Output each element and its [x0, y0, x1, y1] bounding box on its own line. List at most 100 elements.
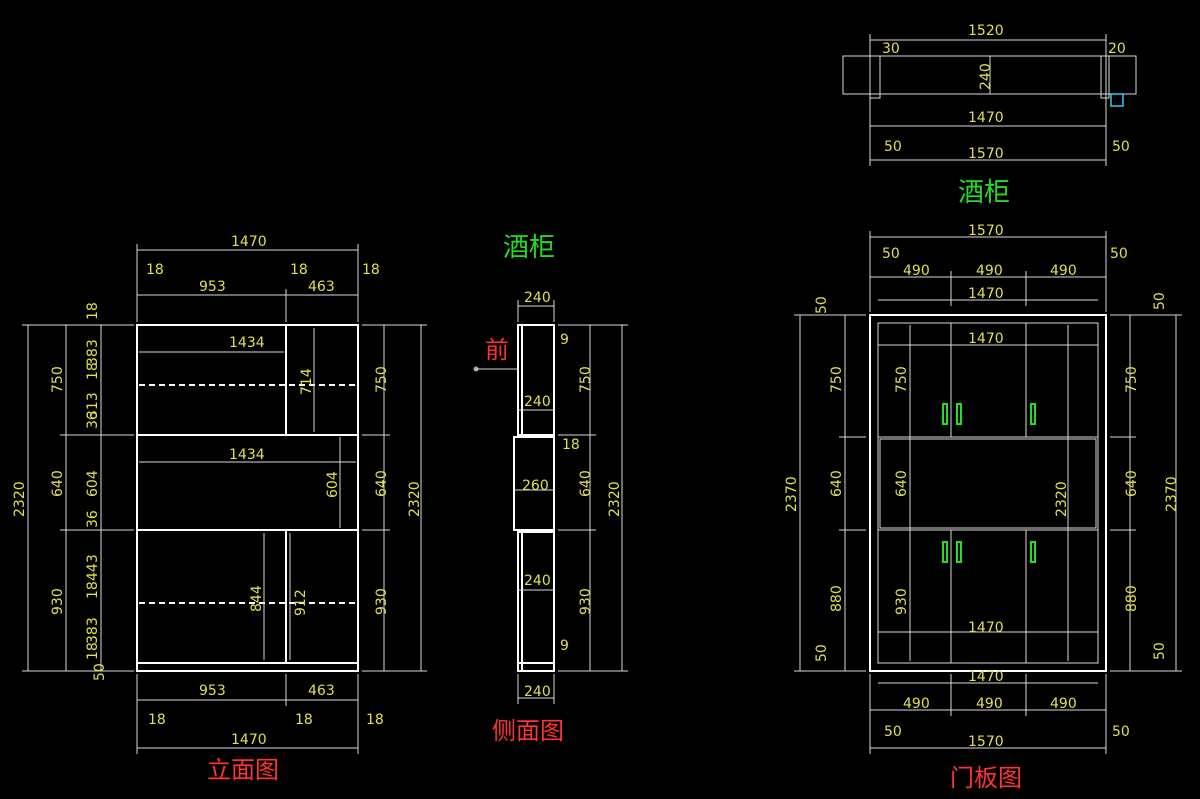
- door-dim-490-t2: 490: [976, 263, 1003, 279]
- elev-dim-953-bottom: 953: [199, 683, 226, 699]
- door-dim-640-right: 640: [1124, 470, 1140, 497]
- door-dim-1470-bottom: 1470: [968, 669, 1004, 685]
- side-dim-9-top: 9: [560, 332, 569, 348]
- side-dim-2320: 2320: [607, 481, 623, 517]
- door-dim-640-inner: 640: [894, 470, 910, 497]
- elevation-title: 立面图: [207, 756, 279, 784]
- elev-dim-844: 844: [249, 585, 265, 612]
- elev-dim-18-a: 18: [146, 262, 164, 278]
- door-dim-1470-top: 1470: [968, 286, 1004, 302]
- elev-dim-714: 714: [299, 368, 315, 395]
- elev-dim-463-top: 463: [308, 279, 335, 295]
- elev-dim-930-left: 930: [50, 588, 66, 615]
- door-dim-640-left: 640: [829, 470, 845, 497]
- side-dim-18: 18: [562, 437, 580, 453]
- door-dim-50-lb: 50: [814, 644, 830, 662]
- elev-dim-443: 443: [85, 554, 101, 581]
- door-dim-50-tl: 50: [882, 246, 900, 262]
- side-dim-240-upper: 240: [524, 394, 551, 410]
- elev-dim-36-l2: 36: [85, 510, 101, 528]
- elev-dim-604-inner: 604: [325, 471, 341, 498]
- elev-dim-1434-upper: 1434: [229, 335, 265, 351]
- front-label: 前: [485, 336, 509, 364]
- door-dim-1470-inner-top: 1470: [968, 331, 1004, 347]
- plan-dim-30: 30: [882, 41, 900, 57]
- side-dim-9-bottom: 9: [560, 638, 569, 654]
- door-dim-490-t1: 490: [903, 263, 930, 279]
- door-dim-50-lt: 50: [814, 296, 830, 314]
- cabinet-title-top: 酒柜: [958, 178, 1010, 208]
- elev-dim-750-right: 750: [374, 366, 390, 393]
- door-dim-1470-inner-bottom: 1470: [968, 620, 1004, 636]
- door-dim-50-tr: 50: [1110, 246, 1128, 262]
- elev-dim-2320-right: 2320: [407, 481, 423, 517]
- elev-dim-18-b: 18: [290, 262, 308, 278]
- elev-dim-953-top: 953: [199, 279, 226, 295]
- side-dim-930: 930: [578, 588, 594, 615]
- elev-dim-383-l1: 383: [85, 339, 101, 366]
- door-dim-1570-bottom: 1570: [968, 734, 1004, 750]
- door-dim-490-t3: 490: [1050, 263, 1077, 279]
- elev-dim-1434-mid: 1434: [229, 447, 265, 463]
- side-dim-240-bottom: 240: [524, 684, 551, 700]
- plan-dim-50-right: 50: [1112, 139, 1130, 155]
- elev-dim-36-l1: 36: [85, 411, 101, 429]
- door-dim-750-right: 750: [1124, 366, 1140, 393]
- door-dim-880-left: 880: [829, 585, 845, 612]
- side-view: 240 9 240 18 260 240 9 240 750 640 930 2…: [473, 290, 628, 704]
- elev-dim-640-right: 640: [374, 470, 390, 497]
- elev-dim-18-b2: 18: [295, 712, 313, 728]
- door-dim-2370-right: 2370: [1164, 476, 1180, 512]
- door-dim-2320-inner: 2320: [1054, 481, 1070, 517]
- door-dim-50-br: 50: [1112, 724, 1130, 740]
- plan-dim-1570: 1570: [968, 146, 1004, 162]
- elev-dim-912: 912: [293, 589, 309, 616]
- door-dim-50-bl: 50: [884, 724, 902, 740]
- door-dim-50-rb: 50: [1152, 642, 1168, 660]
- elev-dim-18-l1: 18: [85, 302, 101, 320]
- door-dim-1570-top: 1570: [968, 223, 1004, 239]
- elev-dim-18-l2: 18: [85, 362, 101, 380]
- door-dim-490-b1: 490: [903, 696, 930, 712]
- elev-dim-2320-left: 2320: [12, 481, 28, 517]
- elev-dim-18-c: 18: [362, 262, 380, 278]
- door-view: 1570 50 50 490 490 490 1470 1470 750 640…: [784, 223, 1182, 754]
- plan-dim-50-left: 50: [884, 139, 902, 155]
- elevation-view: 1470 18 18 18 953 463 1434 1434 714 604 …: [12, 234, 427, 754]
- door-dim-490-b2: 490: [976, 696, 1003, 712]
- door-dim-50-rt: 50: [1152, 292, 1168, 310]
- elev-dim-18-b3: 18: [366, 712, 384, 728]
- plan-dim-1470: 1470: [968, 110, 1004, 126]
- side-dim-240-top: 240: [524, 290, 551, 306]
- door-dim-880-right: 880: [1124, 585, 1140, 612]
- plan-dim-240: 240: [978, 63, 994, 90]
- elev-dim-463-bottom: 463: [308, 683, 335, 699]
- elev-dim-750-left: 750: [50, 366, 66, 393]
- elev-dim-18-l3: 18: [85, 581, 101, 599]
- elev-dim-18-l4: 18: [85, 642, 101, 660]
- elev-dim-930-right: 930: [374, 588, 390, 615]
- elev-dim-313: 313: [85, 392, 101, 419]
- plan-dim-1520: 1520: [968, 23, 1004, 39]
- elev-dim-383-l2: 383: [85, 617, 101, 644]
- elev-dim-604-left: 604: [85, 470, 101, 497]
- elev-dim-total-width-top: 1470: [231, 234, 267, 250]
- plan-dim-20: 20: [1108, 41, 1126, 57]
- door-dim-930-inner: 930: [894, 588, 910, 615]
- elev-dim-18-b1: 18: [148, 712, 166, 728]
- door-dim-2370-left: 2370: [784, 476, 800, 512]
- side-dim-240-lower: 240: [524, 573, 551, 589]
- elev-dim-total-width-bottom: 1470: [231, 732, 267, 748]
- side-dim-640: 640: [578, 470, 594, 497]
- elev-dim-50-left: 50: [92, 663, 108, 681]
- door-dim-750-inner: 750: [894, 366, 910, 393]
- side-dim-750: 750: [578, 366, 594, 393]
- cabinet-title-mid: 酒柜: [503, 233, 555, 263]
- door-dim-750-left: 750: [829, 366, 845, 393]
- plan-view: 1520 30 20 240 1470 50 1570 50: [842, 23, 1137, 166]
- door-dim-490-b3: 490: [1050, 696, 1077, 712]
- side-title: 侧面图: [492, 717, 564, 745]
- elev-dim-640-left: 640: [50, 470, 66, 497]
- door-title: 门板图: [950, 764, 1022, 792]
